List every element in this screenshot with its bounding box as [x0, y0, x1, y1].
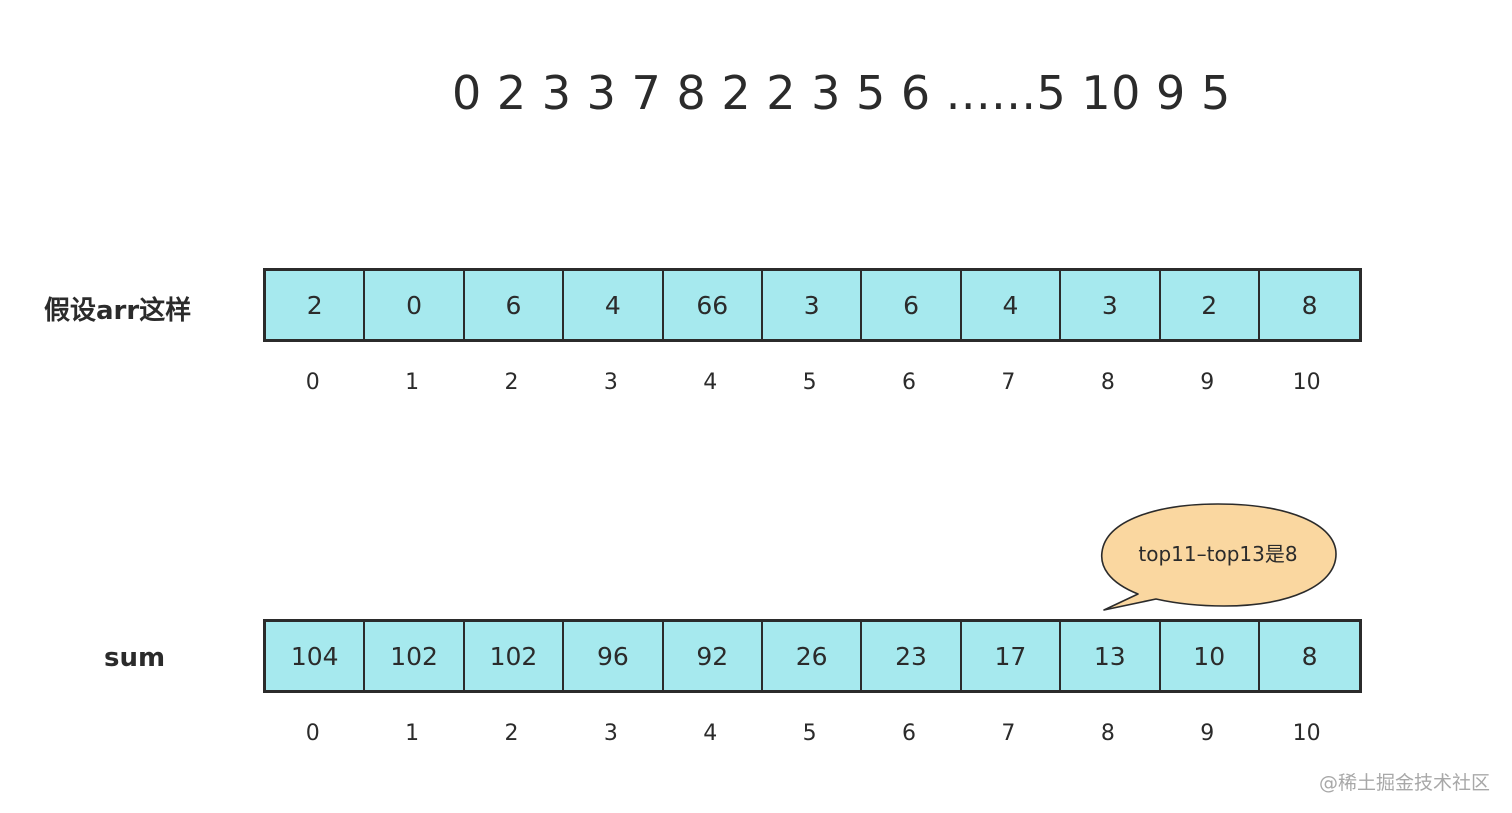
arr-cell: 3: [1061, 271, 1161, 339]
sum-index: 0: [305, 721, 320, 746]
arr-cells: 2 0 6 4 66 3 6 4 3 2 8: [263, 268, 1363, 342]
arr-index: 0: [305, 370, 320, 395]
arr-index: 5: [802, 370, 817, 395]
sum-cell: 92: [663, 622, 763, 690]
arr-index: 2: [504, 370, 519, 395]
sum-index: 6: [902, 721, 917, 746]
sum-cell: 104: [266, 622, 366, 690]
speech-bubble-shape: [1100, 503, 1337, 611]
arr-cell: 3: [762, 271, 863, 339]
arr-cell: 8: [1259, 271, 1360, 339]
sum-cell: 102: [365, 622, 465, 690]
arr-index: 3: [603, 370, 618, 395]
sum-cell: 8: [1259, 622, 1360, 690]
arr-indices: 0 1 2 3 4 5 6 7 8 9 10: [263, 370, 1356, 395]
sum-index: 2: [504, 721, 519, 746]
arr-cell: 2: [266, 271, 366, 339]
sum-index: 10: [1292, 721, 1321, 746]
sum-cells: 104 102 102 96 92 26 23 17 13 10 8: [263, 619, 1363, 693]
arr-index: 10: [1292, 370, 1321, 395]
arr-index: 7: [1001, 370, 1016, 395]
sum-cell: 102: [464, 622, 565, 690]
arr-cell: 2: [1160, 271, 1260, 339]
arr-index: 9: [1200, 370, 1215, 395]
sum-cell: 96: [564, 622, 664, 690]
sum-indices: 0 1 2 3 4 5 6 7 8 9 10: [263, 721, 1356, 746]
arr-cell: 0: [365, 271, 465, 339]
arr-label: 假设arr这样: [44, 296, 192, 326]
arr-index: 4: [703, 370, 718, 395]
arr-index: 1: [405, 370, 420, 395]
arr-cell: 4: [961, 271, 1062, 339]
arr-cell: 66: [663, 271, 763, 339]
sum-index: 3: [603, 721, 618, 746]
sequence-text: 0 2 3 3 7 8 2 2 3 5 6 ......5 10 9 5: [452, 66, 1231, 120]
arr-cell: 4: [564, 271, 664, 339]
watermark: @稀土掘金技术社区: [1318, 772, 1490, 794]
arr-cell: 6: [464, 271, 565, 339]
sum-cell: 13: [1061, 622, 1161, 690]
sum-cell: 10: [1160, 622, 1260, 690]
callout-bubble: top11–top13是8: [1098, 500, 1343, 615]
sum-label: sum: [104, 643, 166, 673]
sum-index: 5: [802, 721, 817, 746]
sum-index: 7: [1001, 721, 1016, 746]
sum-cell: 17: [961, 622, 1062, 690]
arr-index: 6: [902, 370, 917, 395]
arr-cell: 6: [862, 271, 962, 339]
callout-text: top11–top13是8: [1138, 542, 1298, 566]
sum-index: 9: [1200, 721, 1215, 746]
sum-index: 8: [1100, 721, 1115, 746]
sum-index: 1: [405, 721, 420, 746]
sum-cell: 26: [762, 622, 863, 690]
arr-index: 8: [1100, 370, 1115, 395]
sum-index: 4: [703, 721, 718, 746]
sum-cell: 23: [862, 622, 962, 690]
